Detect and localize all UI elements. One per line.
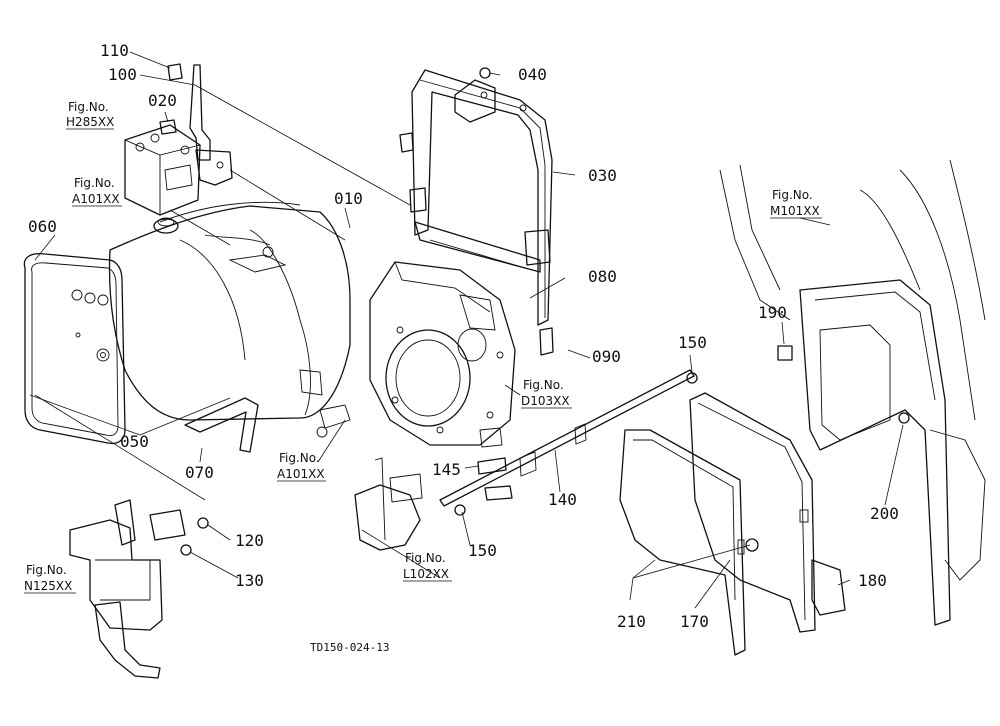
filter-block	[124, 124, 201, 216]
label-120: 120	[235, 531, 264, 550]
fig-ref-h285-code: H285XX	[66, 115, 114, 129]
label-090: 090	[592, 347, 621, 366]
label-200: 200	[870, 504, 899, 523]
label-080: 080	[588, 267, 617, 286]
label-190: 190	[758, 303, 787, 322]
fig-ref-n125-code: N125XX	[24, 579, 72, 593]
tractor-panel	[719, 159, 986, 626]
label-150-lower: 150	[468, 541, 497, 560]
stay-140	[439, 369, 698, 516]
fig-ref-m101-code: M101XX	[770, 204, 820, 218]
label-170: 170	[680, 612, 709, 631]
label-020: 020	[148, 91, 177, 110]
fig-ref-a101-upper-title: Fig.No.	[74, 176, 115, 190]
label-050: 050	[120, 432, 149, 451]
label-070: 070	[185, 463, 214, 482]
fuel-tank-050	[108, 201, 351, 438]
label-060: 060	[28, 217, 57, 236]
label-030: 030	[588, 166, 617, 185]
radiator-frame-030	[399, 67, 554, 356]
side-cover-180	[689, 392, 846, 633]
flywheel-housing	[369, 261, 516, 448]
lower-bracket-n125	[69, 499, 209, 679]
label-145: 145	[432, 460, 461, 479]
label-100: 100	[108, 65, 137, 84]
label-040: 040	[518, 65, 547, 84]
tank-cover-060	[23, 252, 259, 453]
side-cover-170	[619, 429, 746, 656]
label-110: 110	[100, 41, 129, 60]
label-140: 140	[548, 490, 577, 509]
figure-references: Fig.No. H285XX Fig.No. A101XX Fig.No. M1…	[24, 100, 822, 594]
label-150-upper: 150	[678, 333, 707, 352]
fig-ref-a101-lower-title: Fig.No.	[279, 451, 320, 465]
label-210: 210	[617, 612, 646, 631]
leader-lines	[29, 51, 904, 609]
drawing-code: TD150-024-13	[310, 641, 389, 654]
bracket-100	[159, 63, 233, 186]
fig-ref-n125-title: Fig.No.	[26, 563, 67, 577]
fig-ref-a101-upper-code: A101XX	[72, 192, 120, 206]
fig-ref-l102-title: Fig.No.	[405, 551, 446, 565]
fig-ref-a101-lower-code: A101XX	[277, 467, 325, 481]
fig-ref-l102-code: L102XX	[403, 567, 449, 581]
part-number-labels: 110 100 020 040 030 010 060 080 090 150 …	[28, 41, 899, 631]
fig-ref-d103-code: D103XX	[521, 394, 570, 408]
label-180: 180	[858, 571, 887, 590]
label-010: 010	[334, 189, 363, 208]
fig-ref-h285-title: Fig.No.	[68, 100, 109, 114]
fig-ref-m101-title: Fig.No.	[772, 188, 813, 202]
lower-bracket-l102	[354, 457, 423, 551]
label-130: 130	[235, 571, 264, 590]
fig-ref-d103-title: Fig.No.	[523, 378, 564, 392]
